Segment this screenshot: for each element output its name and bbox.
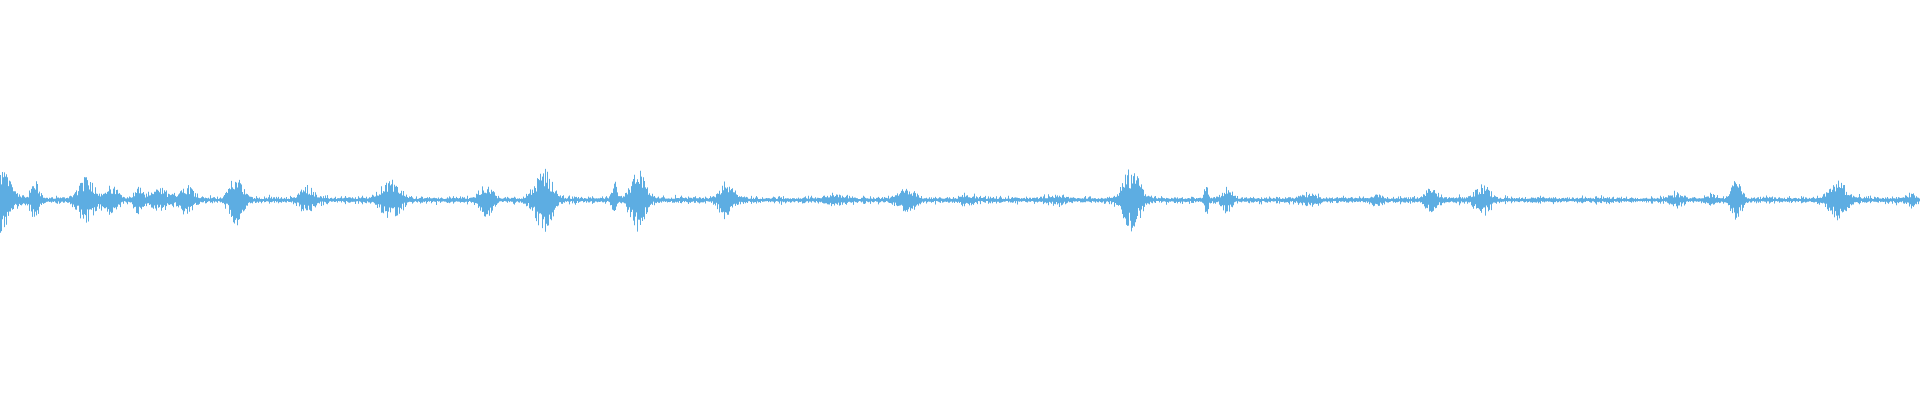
waveform-samples: [0, 168, 1920, 233]
